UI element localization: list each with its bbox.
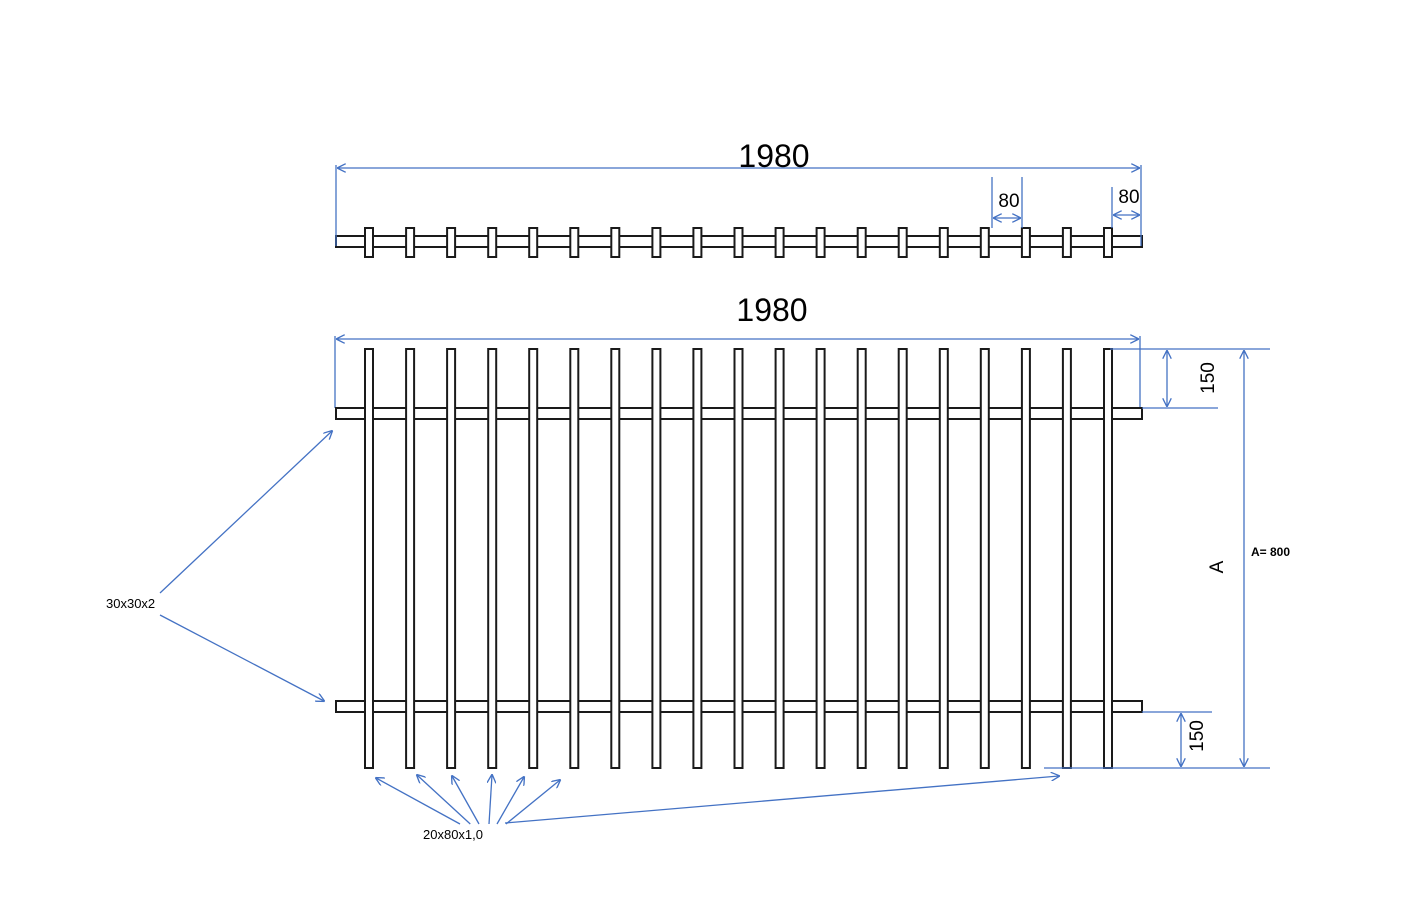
top-view-picket	[528, 227, 539, 258]
front-view: 1980 150 150 A A= 800	[334, 292, 1290, 769]
front-view-bottom-offset-label: 150	[1187, 720, 1208, 752]
top-view-picket	[1061, 227, 1072, 258]
picket-callout-arrow	[376, 778, 461, 825]
top-view-picket	[733, 227, 744, 258]
top-view-picket	[979, 227, 990, 258]
top-view-picket	[487, 227, 498, 258]
front-view-picket	[692, 348, 703, 769]
top-view-end-spacing-label: 80	[1118, 187, 1139, 208]
front-view-height-value-label: A= 800	[1251, 545, 1290, 559]
front-view-picket	[364, 348, 374, 769]
picket-callout-arrow	[496, 777, 524, 825]
front-view-picket	[446, 348, 457, 769]
top-view-picket	[774, 227, 785, 258]
picket-callout-arrow	[505, 780, 560, 825]
front-view-picket	[1061, 348, 1072, 769]
top-view-picket	[651, 227, 662, 258]
top-view-picket	[364, 227, 374, 258]
top-view: 1980 80 80	[335, 138, 1143, 258]
front-view-picket	[1020, 348, 1031, 769]
front-view-height-label: A	[1207, 560, 1228, 573]
picket-callout-arrows	[376, 775, 1059, 825]
picket-callout-arrow-far	[504, 776, 1059, 824]
front-view-picket	[815, 348, 826, 769]
top-view-spacing-label: 80	[998, 191, 1019, 212]
front-view-top-offset-label: 150	[1198, 362, 1219, 394]
front-view-picket	[528, 348, 539, 769]
top-view-picket	[938, 227, 949, 258]
callouts: 30x30x2 20x80x1,0	[106, 431, 1059, 842]
front-view-picket	[897, 348, 908, 769]
front-view-picket	[651, 348, 662, 769]
picket-callout-arrow	[417, 775, 471, 825]
top-view-picket	[815, 227, 826, 258]
top-view-pickets	[364, 227, 1113, 258]
picket-profile-label: 20x80x1,0	[423, 827, 483, 842]
front-view-picket	[569, 348, 580, 769]
front-view-picket	[610, 348, 621, 769]
front-view-picket	[487, 348, 498, 769]
front-view-picket	[774, 348, 785, 769]
rail-profile-label: 30x30x2	[106, 596, 155, 611]
rail-callout-arrow-top	[159, 431, 332, 594]
picket-callout-arrow	[452, 776, 480, 825]
front-view-picket	[938, 348, 949, 769]
rail-callout-arrow-bottom	[159, 614, 324, 701]
top-view-picket	[405, 227, 416, 258]
front-view-pickets	[364, 348, 1113, 769]
picket-callout-arrow	[489, 775, 492, 825]
top-view-picket	[610, 227, 621, 258]
top-view-picket	[569, 227, 580, 258]
top-view-picket	[1103, 227, 1113, 258]
front-view-picket	[733, 348, 744, 769]
top-view-picket	[692, 227, 703, 258]
front-view-picket	[979, 348, 990, 769]
top-view-picket	[1020, 227, 1031, 258]
top-view-picket	[446, 227, 457, 258]
front-view-width-label: 1980	[736, 292, 807, 328]
front-view-picket	[856, 348, 867, 769]
front-view-picket	[405, 348, 416, 769]
top-view-width-label: 1980	[738, 138, 809, 174]
front-view-picket	[1103, 348, 1113, 769]
top-view-picket	[856, 227, 867, 258]
top-view-picket	[897, 227, 908, 258]
